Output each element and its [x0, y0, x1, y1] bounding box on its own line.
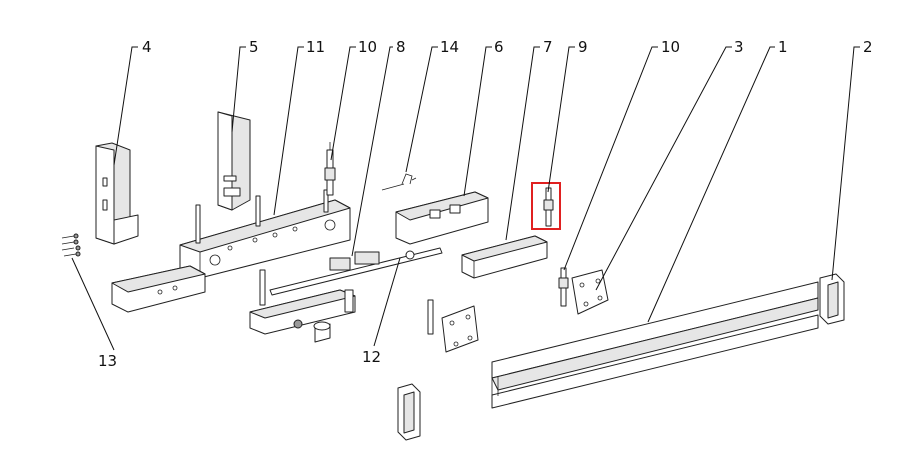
part-plate-lower [427, 299, 479, 353]
leader-lines [71, 46, 860, 351]
leader-3 [595, 46, 732, 291]
callout-13: 13 [98, 352, 117, 370]
part-3-end-plate [571, 269, 609, 315]
leader-9 [547, 46, 575, 193]
leader-14 [405, 46, 438, 173]
part-7-rail-segment [461, 235, 548, 279]
callout-4: 4 [142, 38, 152, 56]
callout-14: 14 [440, 38, 459, 56]
leader-6 [463, 46, 492, 197]
part-2-end-cap [819, 273, 845, 325]
part-13-bolts [61, 233, 81, 257]
leader-13 [71, 257, 115, 351]
callout-2: 2 [863, 38, 873, 56]
leader-2 [831, 46, 860, 281]
leader-10a [330, 46, 356, 161]
part-11-base-frame [111, 189, 351, 313]
callout-11: 11 [306, 38, 325, 56]
part-1-long-rail [491, 281, 819, 409]
part-10-shaft-left [324, 142, 336, 196]
callout-7: 7 [543, 38, 553, 56]
part-12-slider [249, 289, 356, 343]
callout-12: 12 [362, 348, 381, 366]
part-4-bracket [95, 142, 139, 245]
leader-11 [273, 46, 304, 216]
leader-12 [373, 257, 401, 347]
callout-6: 6 [494, 38, 504, 56]
leader-4 [113, 46, 138, 166]
leader-5 [231, 46, 246, 133]
part-end-cap-lower [397, 383, 421, 441]
callout-10-left: 10 [358, 38, 377, 56]
part-9-pin [543, 187, 554, 227]
callout-8: 8 [396, 38, 406, 56]
callout-10-right: 10 [661, 38, 680, 56]
callout-1: 1 [778, 38, 788, 56]
part-14-hook-pin [381, 173, 417, 191]
callout-3: 3 [734, 38, 744, 56]
callout-5: 5 [249, 38, 259, 56]
part-6-cross-bracket [395, 191, 489, 245]
part-5-plate [217, 111, 251, 211]
callout-9: 9 [578, 38, 588, 56]
leader-1 [647, 46, 775, 323]
part-10-shaft-right [558, 267, 569, 307]
leader-10b [563, 46, 658, 271]
leader-7 [505, 46, 540, 241]
part-9-highlight-box [531, 182, 561, 230]
leader-8 [351, 46, 393, 257]
